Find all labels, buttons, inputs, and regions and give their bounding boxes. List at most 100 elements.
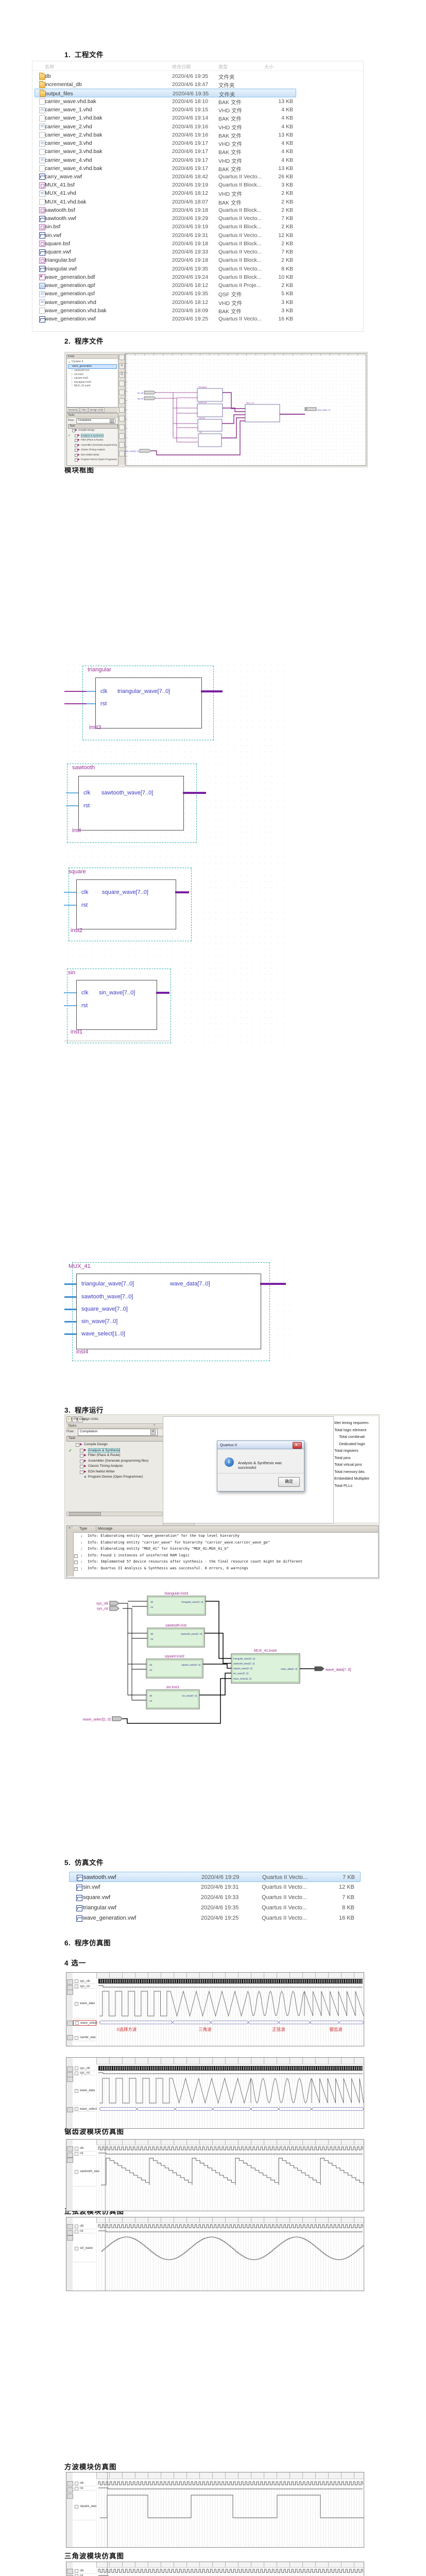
- signal-name-cell[interactable]: rst: [73, 2229, 95, 2233]
- expander-icon[interactable]: +: [75, 459, 78, 462]
- signal-id-cell[interactable]: [67, 2569, 73, 2574]
- expander-icon[interactable]: +: [74, 1567, 78, 1571]
- signal-name-cell[interactable]: +wave_data: [73, 1989, 95, 2019]
- signal-name-cell[interactable]: rst: [73, 2486, 95, 2490]
- signal-id-cell[interactable]: [67, 2224, 73, 2229]
- tool-button[interactable]: A: [119, 363, 125, 369]
- expander-icon[interactable]: +: [80, 1448, 83, 1452]
- tool-button[interactable]: [119, 354, 125, 360]
- signal-name-cell[interactable]: sin_wave: [73, 2235, 95, 2262]
- signal-name-cell[interactable]: sawtooth_wav: [73, 2157, 99, 2187]
- task-tree-item[interactable]: +▶EDA Netlist Writer: [68, 453, 117, 458]
- signal-name-cell[interactable]: sys_rst: [73, 2071, 95, 2075]
- signal-id-cell[interactable]: [67, 2035, 73, 2040]
- symbol-block-sawtooth[interactable]: [78, 776, 184, 831]
- dialog-close-button[interactable]: ×: [293, 1442, 302, 1449]
- tab-design-units[interactable]: Design Units: [88, 408, 105, 412]
- signal-id-cell[interactable]: [67, 2066, 73, 2072]
- dropdown-arrow-icon[interactable]: ▾: [110, 419, 114, 423]
- expander-icon[interactable]: −: [72, 429, 75, 432]
- signal-name-cell[interactable]: clk: [73, 2146, 95, 2151]
- signal-name-cell[interactable]: +wave_select: [73, 2107, 97, 2112]
- task-tree-item[interactable]: +▶Fitter (Place & Route): [68, 438, 117, 443]
- tree-item-instance[interactable]: └MUX_41:inst4: [71, 384, 116, 388]
- expander-icon[interactable]: +: [75, 444, 78, 447]
- tool-button[interactable]: [119, 398, 125, 404]
- task-tree-item[interactable]: −▶Compile Design: [66, 1442, 161, 1447]
- expander-icon[interactable]: +: [80, 1465, 83, 1468]
- expander-icon[interactable]: +: [74, 1554, 78, 1558]
- tool-button[interactable]: O: [119, 372, 125, 378]
- task-tree-item[interactable]: ◈Program Device (Open Programmer): [66, 1475, 161, 1480]
- expander-icon[interactable]: +: [75, 439, 78, 442]
- signal-id-cell[interactable]: [67, 2575, 73, 2576]
- tree-item-device[interactable]: ▲Cyclone II: [68, 360, 116, 364]
- tab-hierarchy[interactable]: ▲Hierarchy: [66, 1416, 86, 1422]
- flow-select[interactable]: Compilation▾: [76, 418, 115, 423]
- time-cursor[interactable]: [107, 2562, 108, 2576]
- tool-button[interactable]: [119, 416, 125, 421]
- task-tree-item[interactable]: ✓+▶Analysis & Synthesis: [68, 433, 117, 438]
- expander-icon[interactable]: +: [74, 1561, 78, 1565]
- signal-id-cell[interactable]: [67, 2153, 73, 2158]
- tool-button[interactable]: [119, 425, 125, 430]
- timeline-ruler[interactable]: [96, 2472, 364, 2479]
- signal-name-cell[interactable]: +wave_data: [73, 2076, 95, 2106]
- expander-icon[interactable]: +: [80, 1454, 83, 1458]
- column-header[interactable]: 名称: [45, 64, 55, 70]
- expander-icon[interactable]: +: [80, 1459, 83, 1463]
- expander-icon[interactable]: +: [75, 453, 78, 457]
- symbol-block-triangular[interactable]: [95, 677, 202, 728]
- task-tree-item[interactable]: +▶EDA Netlist Writer: [66, 1469, 161, 1475]
- signal-name-cell[interactable]: sys_clk: [73, 1979, 95, 1984]
- signal-id-cell[interactable]: [67, 1979, 73, 1985]
- symbol-block-MUX_41[interactable]: [76, 1274, 261, 1349]
- signal-name-cell[interactable]: clk: [73, 2568, 95, 2574]
- tab-files[interactable]: Files: [80, 408, 88, 412]
- expander-icon[interactable]: +: [75, 434, 78, 437]
- signal-id-cell[interactable]: [67, 2494, 73, 2499]
- tree-item-instance[interactable]: ├sin:inst1: [71, 373, 116, 377]
- signal-name-cell[interactable]: clk: [73, 2224, 95, 2229]
- tree-item-instance[interactable]: ├sawtooth:inst: [71, 369, 116, 372]
- signal-id-cell[interactable]: [67, 2077, 73, 2082]
- signal-id-cell[interactable]: [67, 2230, 73, 2235]
- task-tree-item[interactable]: +▶Program Device (Open Programmer): [68, 458, 117, 463]
- panel-close-icon[interactable]: ×: [154, 1424, 156, 1427]
- time-cursor[interactable]: [107, 2472, 108, 2547]
- signal-id-cell[interactable]: [67, 1990, 73, 1995]
- expander-icon[interactable]: +: [80, 1470, 83, 1474]
- signal-id-cell[interactable]: [67, 2021, 73, 2026]
- task-tree-item[interactable]: −▶Compile Design: [68, 429, 117, 433]
- h-scrollbar[interactable]: [66, 1512, 162, 1516]
- tool-button[interactable]: [119, 407, 125, 413]
- message-row[interactable]: +↓Info: Implemented 57 device resources …: [73, 1559, 377, 1565]
- message-row[interactable]: ↓Info: Elaborating entity "wave_generati…: [73, 1533, 377, 1539]
- task-tree-item[interactable]: +▶Assembler (Generate programming files): [68, 444, 117, 448]
- signal-id-cell[interactable]: [67, 2481, 73, 2486]
- signal-id-cell[interactable]: [67, 2487, 73, 2493]
- tree-item-instance[interactable]: ├triangular:inst3: [71, 381, 116, 384]
- tool-button[interactable]: [119, 433, 125, 439]
- message-row[interactable]: +↓Info: Quartus II Analysis & Synthesis …: [73, 1566, 377, 1572]
